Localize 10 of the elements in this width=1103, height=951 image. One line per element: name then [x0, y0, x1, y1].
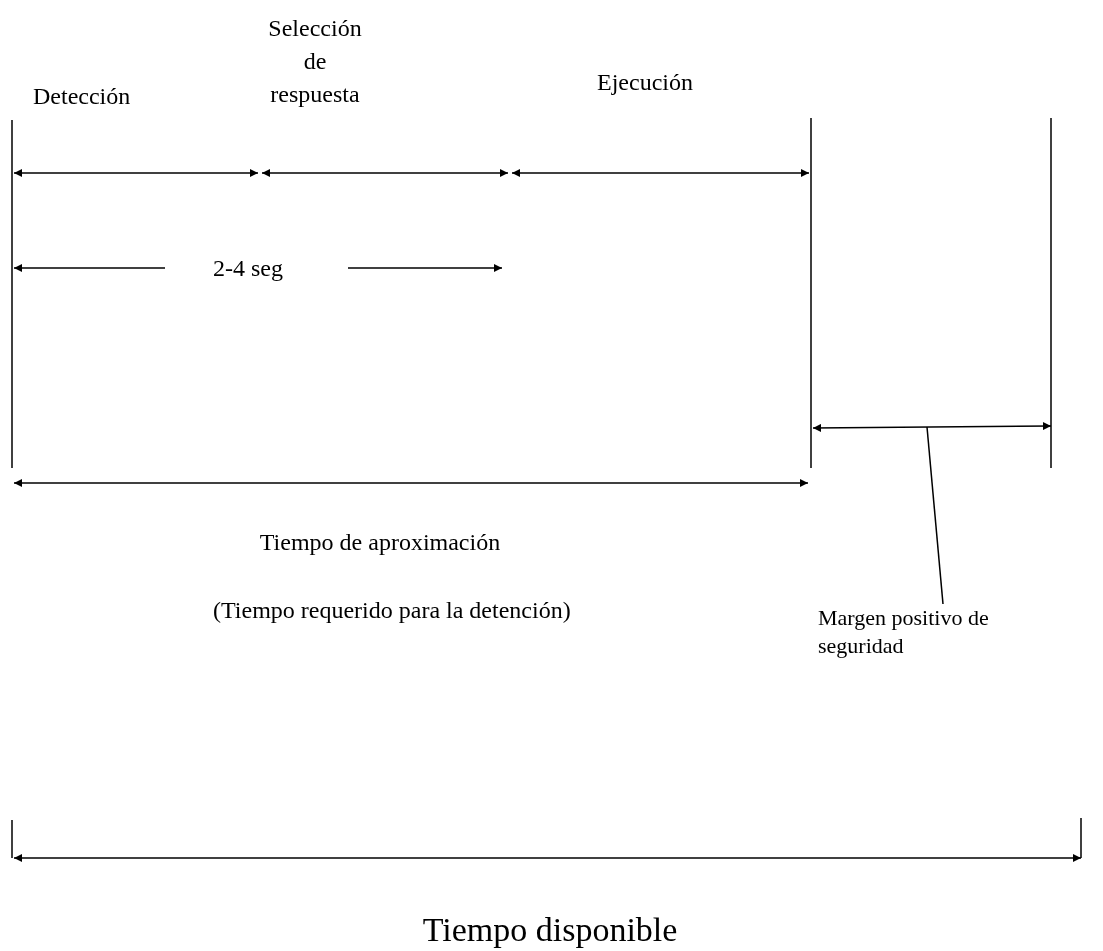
- dimension-label: Ejecución: [597, 68, 694, 97]
- axis-caption: Tiempo disponible: [421, 910, 679, 950]
- dimension-line: [812, 422, 1052, 432]
- dimension-label: Tiempo de aproximación: [258, 528, 502, 557]
- leader-line: [926, 426, 944, 605]
- callout-text: Margen positivo de seguridad: [818, 604, 1018, 660]
- dimension-label: Detección: [33, 82, 132, 111]
- dimension-label: 2-4 seg: [213, 254, 284, 283]
- dimension-label: (Tiempo requerido para la detención): [213, 596, 572, 625]
- dimension-label: Selección de respuesta: [267, 14, 363, 109]
